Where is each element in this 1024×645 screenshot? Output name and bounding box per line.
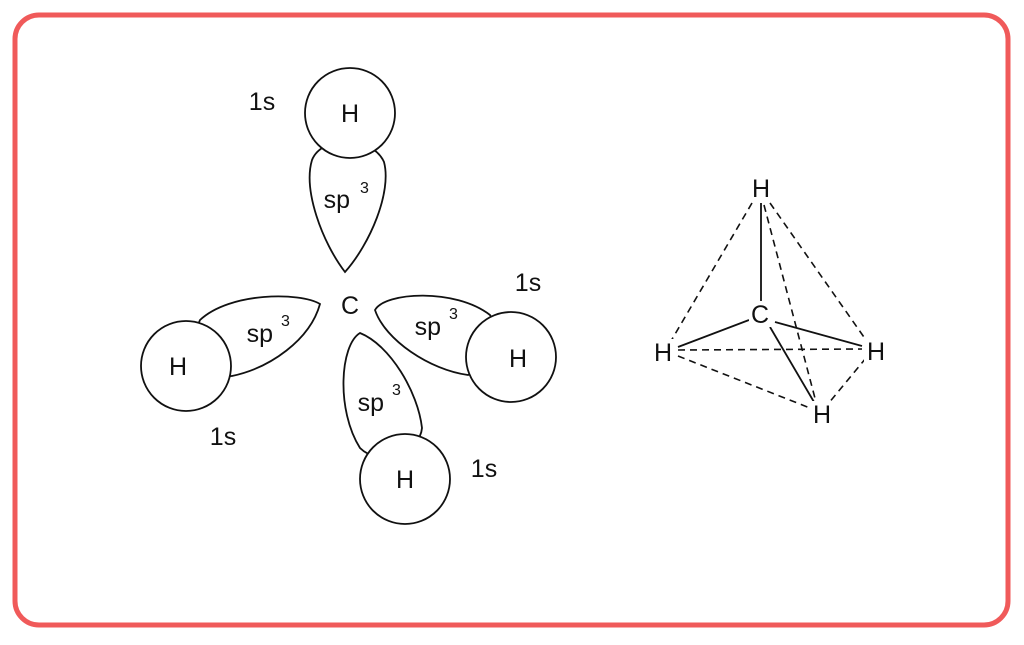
svg-text:sp: sp: [324, 186, 350, 214]
bond-c-left: [677, 319, 750, 348]
h-atom-right: [465, 311, 557, 403]
tetra-h-left: H: [654, 339, 672, 367]
svg-text:sp: sp: [415, 313, 441, 341]
svg-text:3: 3: [281, 313, 290, 330]
svg-text:3: 3: [360, 180, 369, 197]
svg-text:3: 3: [449, 306, 458, 323]
tetrahedron-model: H C H H H: [651, 175, 888, 429]
sp3-label-left: sp 3: [247, 313, 290, 348]
label-halo-left: [651, 339, 675, 365]
tetra-h-top: H: [752, 175, 770, 203]
svg-text:3: 3: [392, 382, 401, 399]
tetra-h-right: H: [867, 338, 885, 366]
tetra-h-bottom: H: [813, 401, 831, 429]
bond-c-bottom: [769, 326, 815, 403]
h-label-top: H: [341, 100, 359, 128]
sp3-label-right: sp 3: [415, 306, 458, 341]
sp3-label-bottom: sp 3: [358, 382, 401, 417]
h-atom-top: [304, 67, 396, 159]
tetra-c-center: C: [751, 301, 769, 329]
label-halo-bottom: [810, 401, 834, 427]
edge-top-bottom: [763, 204, 817, 403]
label-halo-center: [749, 301, 771, 327]
h-label-right: H: [509, 345, 527, 373]
edge-top-right: [769, 202, 867, 341]
svg-text:sp: sp: [358, 389, 384, 417]
label-halo-right: [864, 338, 888, 364]
s-label-left: 1s: [210, 423, 236, 451]
svg-text:sp: sp: [247, 320, 273, 348]
s-label-top: 1s: [249, 88, 275, 116]
edge-top-left: [670, 202, 753, 342]
s-label-right: 1s: [515, 269, 541, 297]
sp3-label-top: sp 3: [324, 180, 369, 214]
h-label-left: H: [169, 353, 187, 381]
bond-c-right: [774, 321, 863, 347]
h-label-bottom: H: [396, 466, 414, 494]
s-label-bottom: 1s: [471, 455, 497, 483]
label-halo-top: [750, 176, 772, 202]
carbon-label-orbital: C: [341, 292, 359, 320]
h-atom-left: [140, 320, 232, 412]
edge-right-bottom: [827, 357, 867, 405]
edge-left-right: [677, 348, 863, 351]
h-atom-bottom: [359, 433, 451, 525]
orbital-model: H 1s sp 3 H 1s sp 3 C H 1s sp 3 H: [140, 67, 557, 525]
